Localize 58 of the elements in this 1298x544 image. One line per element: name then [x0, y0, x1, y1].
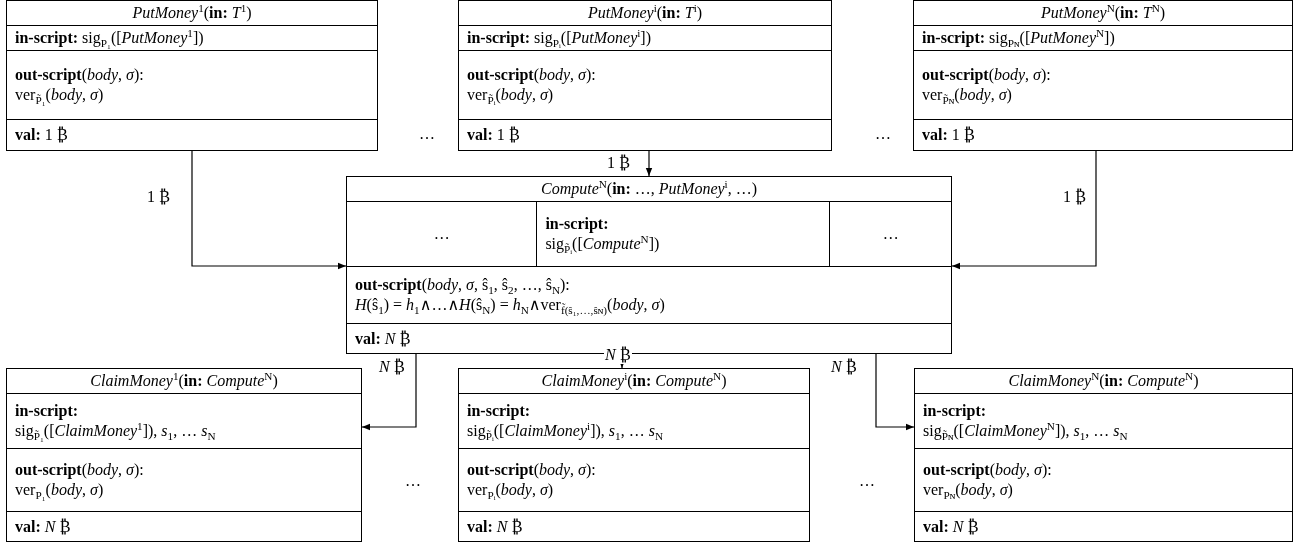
transaction-box [458, 368, 810, 542]
script-text: val: N ₿ [923, 516, 980, 537]
script-text: val: 1 ₿ [15, 125, 69, 146]
transaction-box [6, 0, 378, 151]
script-text: ver$_{Pᵢ}$(body, σ) [467, 480, 555, 501]
script-text: val: 1 ₿ [922, 125, 976, 146]
script-text: out-script(body, σ): [922, 65, 1052, 86]
arrow [951, 150, 1097, 270]
transaction-box [914, 368, 1293, 542]
script-text: in-script: [923, 400, 988, 421]
edge-label: N ₿ [604, 346, 632, 364]
script-text: in-script: [15, 400, 80, 421]
script-text: sig$_{P̃₁}$([ClaimMoney$^{1}$]), s$_{1}$, … s$_{N}$ [15, 420, 217, 441]
script-text: sig$_{P̃ᵢ}$([Compute$^{N}$]) [545, 233, 661, 254]
transaction-heading: PutMoney$^{i}$(in: T$^{i}$) [587, 2, 703, 23]
script-text: H(ŝ$_{1}$) = h$_{1}$∧…∧H(ŝ$_{N}$) = h$_{N}$∧ver$_{f̃(ŝ₁,…,ŝɴ)}$(body, σ) [355, 295, 666, 316]
script-text: val: N ₿ [15, 516, 72, 537]
script-text: … [882, 223, 899, 244]
edge-label: 1 ₿ [606, 154, 632, 172]
transaction-heading: Compute$^{N}$(in: …, PutMoney$^{i}$, …) [540, 178, 758, 199]
script-text: in-script: [467, 400, 532, 421]
transaction-heading: PutMoney$^{1}$(in: T$^{1}$) [132, 2, 252, 23]
arrow [875, 353, 915, 431]
script-text: val: 1 ₿ [467, 125, 521, 146]
script-text: out-script(body, σ): [467, 65, 597, 86]
script-text: out-script(body, σ): [467, 460, 597, 481]
edge-label: N ₿ [830, 358, 858, 376]
script-text: in-script: [545, 213, 610, 234]
transaction-heading: ClaimMoney$^{i}$(in: Compute$^{N}$) [541, 370, 727, 391]
script-text: ver$_{Pɴ}$(body, σ) [923, 480, 1014, 501]
script-text: val: N ₿ [467, 516, 524, 537]
script-text: out-script(body, σ): [15, 460, 145, 481]
transaction-box [6, 368, 362, 542]
script-text: out-script(body, σ, ŝ$_{1}$, ŝ$_{2}$, …, ŝ$_{N}$): [355, 275, 571, 296]
script-text: ver$_{P̃ᵢ}$(body, σ) [467, 85, 555, 106]
script-text: … [433, 223, 450, 244]
transaction-heading: ClaimMoney$^{1}$(in: Compute$^{N}$) [90, 370, 278, 391]
transaction-heading: PutMoney$^{N}$(in: T$^{N}$) [1040, 2, 1166, 23]
script-text: val: N ₿ [355, 328, 412, 349]
script-text: in-script: sig$_{Pᵢ}$([PutMoney$^{i}$]) [467, 28, 652, 48]
edge-label: N ₿ [378, 358, 406, 376]
script-text: ver$_{P̃ɴ}$(body, σ) [922, 85, 1013, 106]
transaction-box [913, 0, 1293, 151]
script-text: in-script: sig$_{P₁}$([PutMoney$^{1}$]) [15, 28, 205, 48]
transaction-heading: ClaimMoney$^{N}$(in: Compute$^{N}$) [1008, 370, 1199, 391]
script-text: sig$_{P̃ᵢ}$([ClaimMoney$^{i}$]), s$_{1}$, … s$_{N}$ [467, 420, 664, 441]
script-text: out-script(body, σ): [15, 65, 145, 86]
arrow [191, 150, 347, 270]
script-text: out-script(body, σ): [923, 460, 1053, 481]
transaction-box [458, 0, 832, 151]
arrow [645, 150, 653, 177]
script-text: in-script: sig$_{Pɴ}$([PutMoney$^{N}$]) [922, 28, 1116, 48]
arrow [361, 353, 417, 431]
edge-label: 1 ₿ [146, 188, 172, 206]
edge-label: 1 ₿ [1062, 188, 1088, 206]
script-text: ver$_{P₁}$(body, σ) [15, 480, 105, 501]
script-text: ver$_{P̃₁}$(body, σ) [15, 85, 105, 106]
script-text: sig$_{P̃ɴ}$([ClaimMoney$^{N}$]), s$_{1}$, … s$_{N}$ [923, 420, 1129, 441]
